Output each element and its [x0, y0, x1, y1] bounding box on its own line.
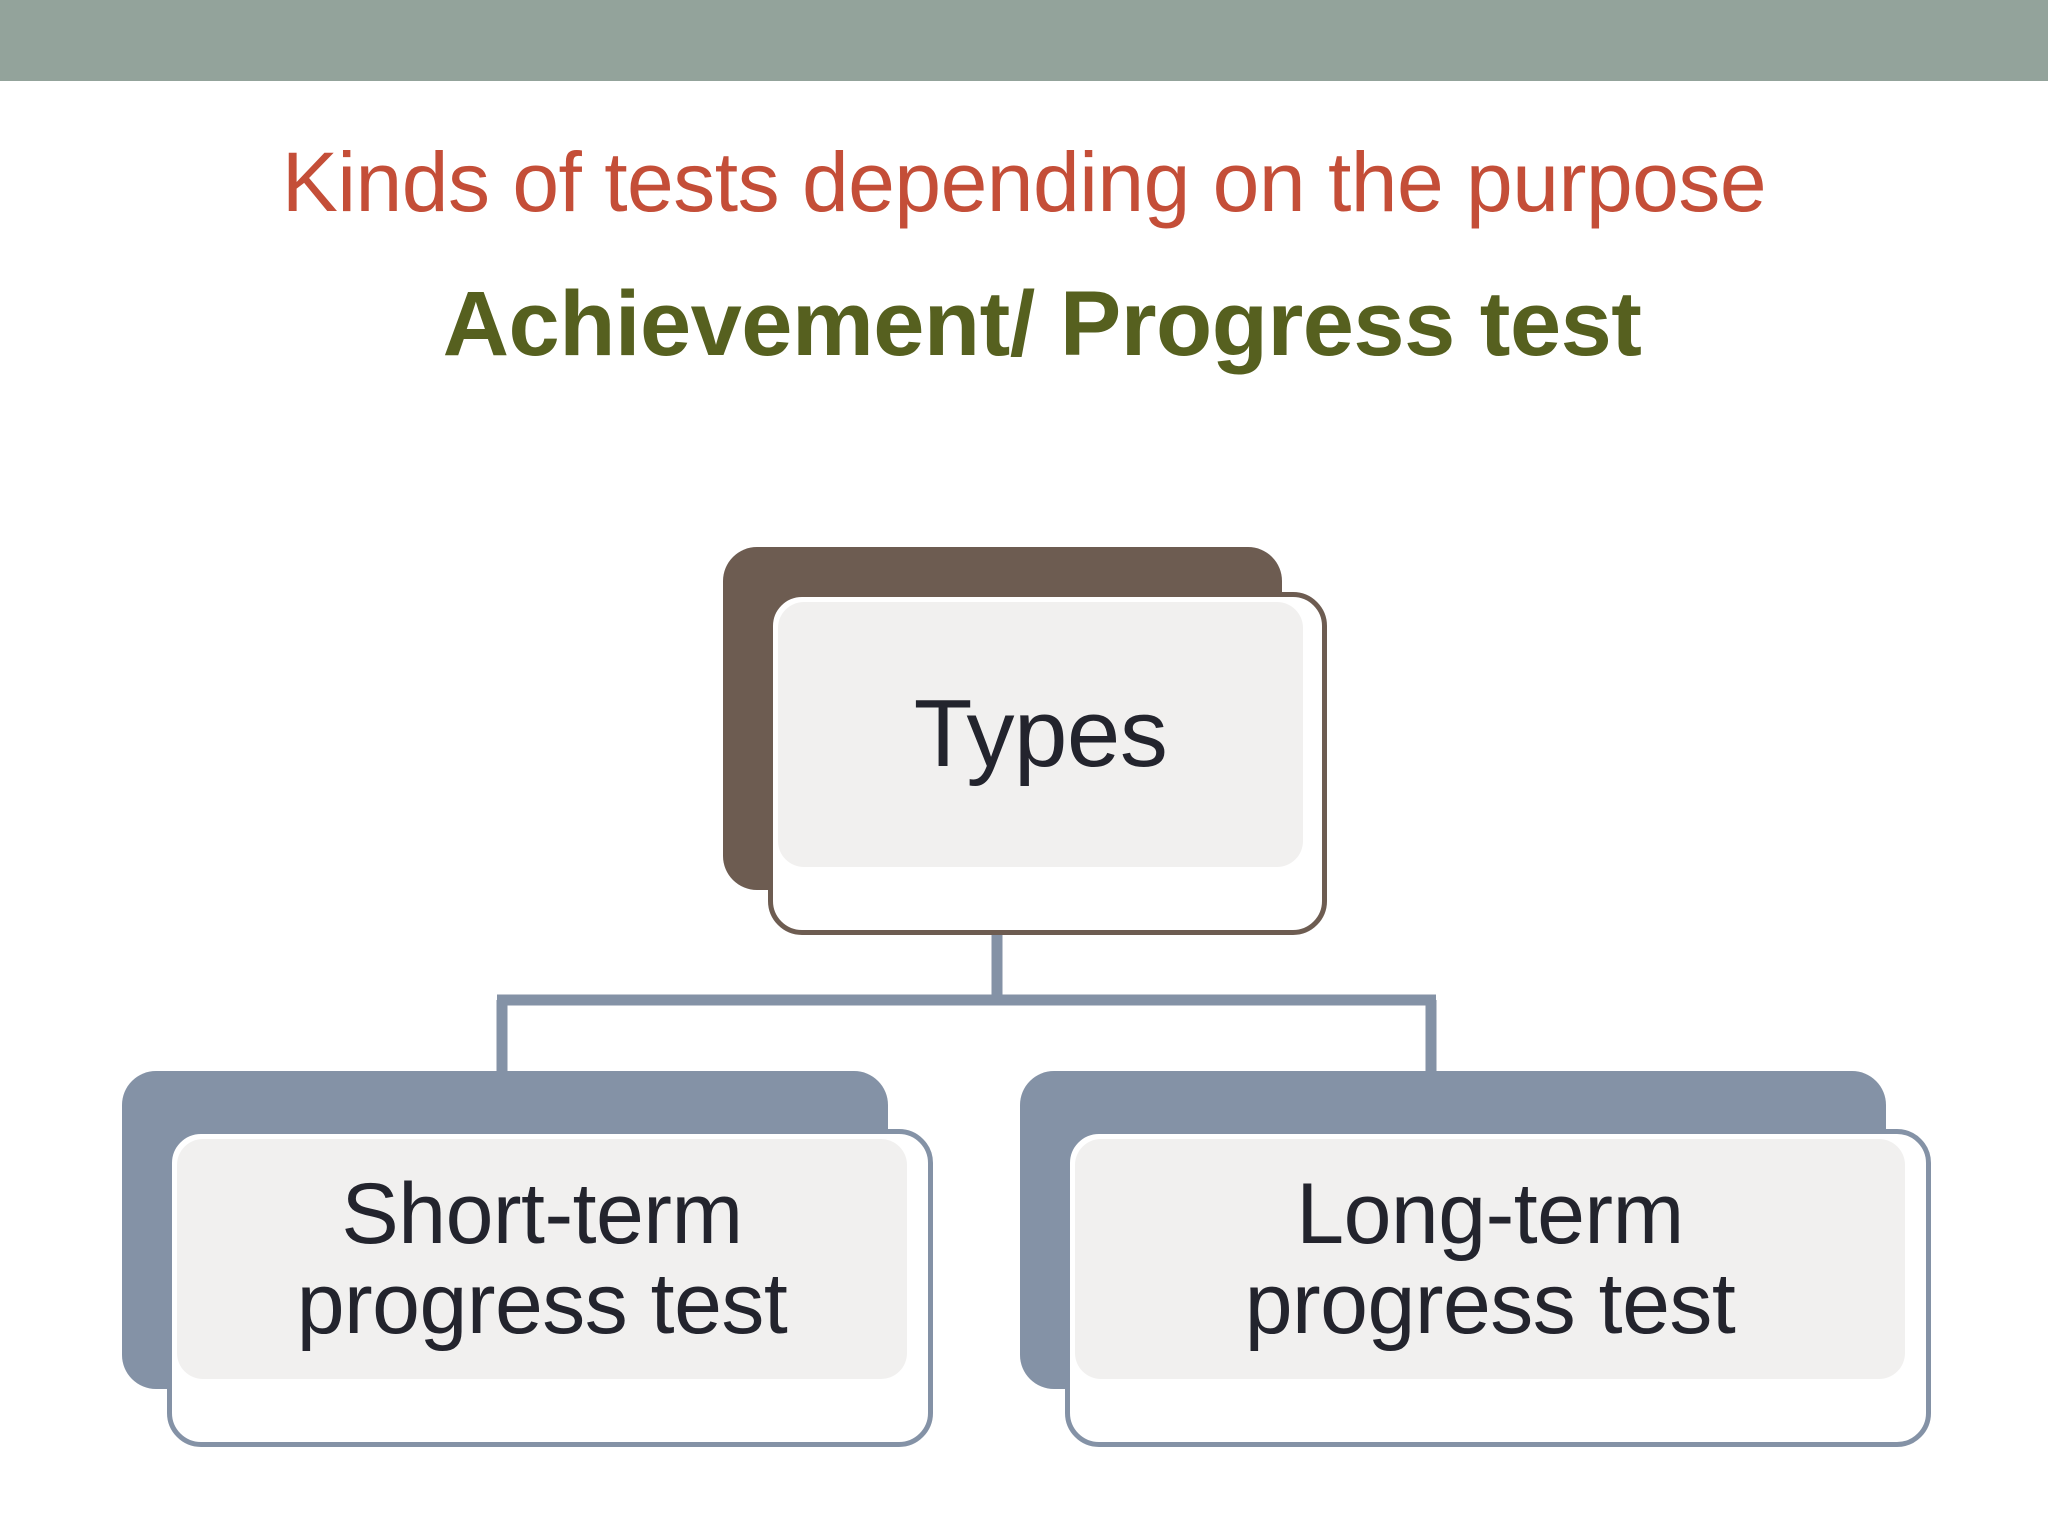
node-label-line-2: progress test: [1244, 1256, 1736, 1352]
node-inner-fill: Long-term progress test: [1075, 1139, 1905, 1379]
top-decorative-band: [0, 0, 2048, 81]
node-label-types: Types: [913, 680, 1168, 788]
diagram-node-types[interactable]: Types: [723, 547, 1327, 935]
page-title: Kinds of tests depending on the purpose: [281, 135, 1767, 229]
node-inner-fill: Types: [778, 602, 1303, 867]
diagram-node-short-term[interactable]: Short-term progress test: [122, 1071, 933, 1447]
node-inner-fill: Short-term progress test: [177, 1139, 907, 1379]
node-label-short-term: Short-term progress test: [297, 1169, 788, 1350]
node-front-card: Long-term progress test: [1065, 1129, 1931, 1447]
node-label-long-term: Long-term progress test: [1245, 1169, 1736, 1350]
page-subtitle: Achievement/ Progress test: [442, 273, 1642, 375]
node-label-line-2: progress test: [296, 1256, 788, 1352]
diagram-node-long-term[interactable]: Long-term progress test: [1020, 1071, 1931, 1447]
node-label-line-1: Long-term: [1296, 1165, 1684, 1262]
node-front-card: Short-term progress test: [167, 1129, 933, 1447]
node-front-card: Types: [768, 592, 1327, 935]
node-label-line-1: Short-term: [341, 1165, 743, 1262]
